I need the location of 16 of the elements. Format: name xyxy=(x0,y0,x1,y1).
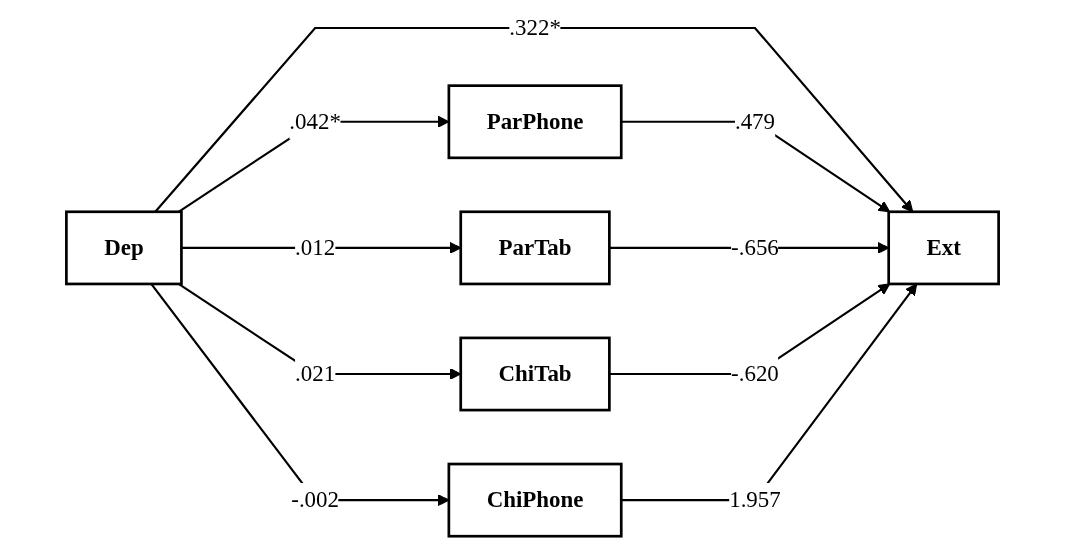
node-box: ChiPhone xyxy=(447,462,623,538)
edge-label: -.656 xyxy=(731,234,779,261)
edge-label: 1.957 xyxy=(729,486,781,513)
node-box: ChiTab xyxy=(459,336,611,412)
node-box: Ext xyxy=(887,210,1000,286)
edge-label: .012 xyxy=(295,234,336,261)
arrow xyxy=(621,283,918,502)
node-box: Dep xyxy=(65,210,183,286)
edge-label: -.620 xyxy=(731,360,779,387)
edge-label: .479 xyxy=(734,108,776,135)
node-box: ParPhone xyxy=(447,84,623,160)
edge-label: .322* xyxy=(509,14,561,41)
edge-label: -.002 xyxy=(291,486,340,513)
node-box: ParTab xyxy=(459,210,611,286)
edge-label: .042* xyxy=(289,108,341,135)
edge-label: .021 xyxy=(295,360,336,387)
